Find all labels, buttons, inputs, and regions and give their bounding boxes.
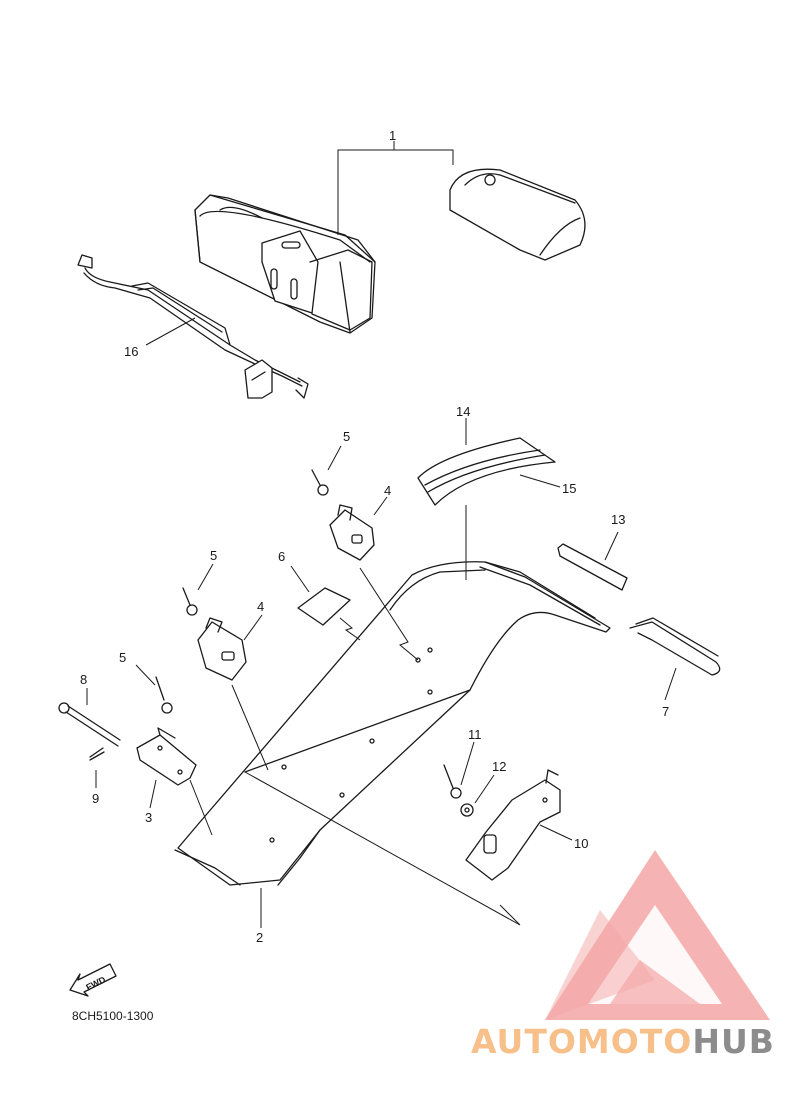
tool-kit-part-1 bbox=[194, 168, 586, 334]
nut-part-12 bbox=[460, 803, 474, 817]
bolt-part-8 bbox=[58, 702, 121, 747]
callout-6: 6 bbox=[278, 549, 285, 564]
callout-4-top: 4 bbox=[384, 483, 391, 498]
bracket-part-4-upper bbox=[329, 504, 375, 561]
callout-1: 1 bbox=[389, 128, 396, 143]
callout-9: 9 bbox=[92, 791, 99, 806]
callout-2: 2 bbox=[256, 930, 263, 945]
cable-part-16 bbox=[77, 254, 309, 399]
pin-part-9 bbox=[89, 747, 105, 761]
callout-12: 12 bbox=[492, 759, 506, 774]
callout-4-mid: 4 bbox=[257, 599, 264, 614]
guard-parts-14-15 bbox=[417, 437, 556, 506]
bracket-part-3 bbox=[136, 727, 197, 786]
callout-16: 16 bbox=[124, 344, 138, 359]
watermark-logo bbox=[545, 850, 770, 1020]
rear-fender-part-2 bbox=[174, 561, 611, 886]
damper-part-13 bbox=[557, 543, 628, 591]
screw-part-11 bbox=[443, 764, 462, 799]
callout-11: 11 bbox=[468, 727, 482, 742]
callout-7: 7 bbox=[662, 704, 669, 719]
hook-part-7 bbox=[629, 617, 721, 676]
callout-15: 15 bbox=[562, 481, 576, 496]
bracket-part-10 bbox=[465, 769, 561, 881]
callout-14: 14 bbox=[456, 404, 470, 419]
watermark-text-secondary: HUB bbox=[692, 1022, 775, 1061]
callout-8: 8 bbox=[80, 672, 87, 687]
diagram-code: 8CH5100-1300 bbox=[72, 1009, 154, 1023]
label-part-6 bbox=[297, 587, 351, 626]
callout-5-low: 5 bbox=[119, 650, 126, 665]
screws-part-5 bbox=[155, 469, 329, 714]
callout-5-mid: 5 bbox=[210, 548, 217, 563]
callout-10: 10 bbox=[574, 836, 588, 851]
fwd-arrow-icon: FWD bbox=[69, 963, 117, 997]
callout-3: 3 bbox=[145, 810, 152, 825]
watermark-text: AUTOMOTOHUB bbox=[471, 1022, 775, 1061]
watermark-text-primary: AUTOMOTO bbox=[471, 1022, 692, 1061]
callout-5-top: 5 bbox=[343, 429, 350, 444]
bracket-part-4-lower bbox=[197, 617, 247, 681]
callout-13: 13 bbox=[611, 512, 625, 527]
